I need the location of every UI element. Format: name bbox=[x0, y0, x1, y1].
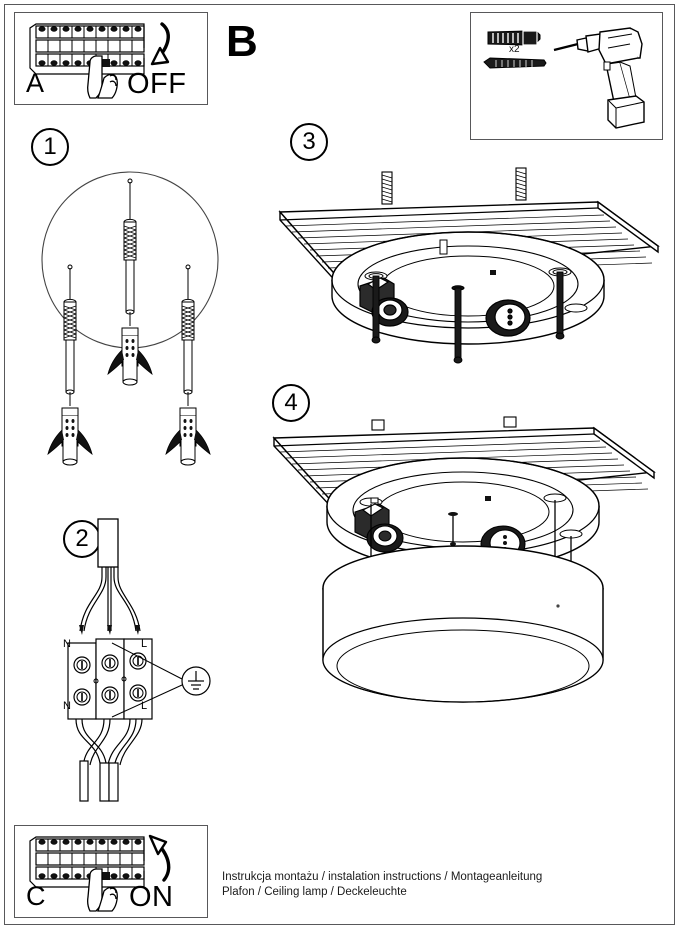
step-2-illustration bbox=[50, 515, 230, 805]
terminal-block-mounted bbox=[359, 277, 409, 327]
power-on-label: ON bbox=[129, 881, 174, 913]
box-a-label: A bbox=[26, 68, 45, 98]
step-number-1: 1 bbox=[31, 128, 69, 166]
tools-illustration bbox=[480, 18, 656, 134]
screw-icon bbox=[483, 57, 547, 69]
screw-protruding-left bbox=[381, 171, 393, 205]
step-number-3: 3 bbox=[290, 123, 328, 161]
step-3-illustration bbox=[268, 160, 668, 370]
footer-caption: Instrukcja montażu / instalation instruc… bbox=[222, 870, 652, 900]
power-drill-icon bbox=[553, 27, 645, 129]
fixing-screw-right bbox=[552, 269, 568, 340]
fixing-screw-center bbox=[451, 285, 465, 364]
fixing-screw-left bbox=[368, 273, 384, 344]
circuit-breaker-panel-icon bbox=[24, 18, 204, 100]
arrow-down-off-icon bbox=[122, 20, 182, 72]
lamp-shade-cylinder bbox=[322, 545, 604, 703]
wall-plug-anchor-icon bbox=[487, 30, 541, 46]
caption-line-1: Instrukcja montażu / instalation instruc… bbox=[222, 871, 543, 883]
cable-connector bbox=[485, 299, 531, 337]
earth-ground-symbol bbox=[181, 666, 211, 696]
terminal-live-bottom-label: L bbox=[141, 700, 148, 712]
screw-plug-pair-right bbox=[165, 264, 211, 466]
tools-quantity-label: x2 bbox=[509, 44, 520, 55]
terminal-neutral-top-label: N bbox=[63, 638, 71, 650]
section-label-b: B bbox=[226, 17, 258, 66]
page-border bbox=[4, 4, 675, 925]
screw-plug-pair-left bbox=[47, 264, 93, 466]
screw-protruding-right bbox=[515, 167, 527, 201]
step-1-illustration bbox=[30, 160, 230, 490]
circuit-breaker-panel-icon-on bbox=[24, 831, 204, 913]
step-number-2: 2 bbox=[63, 520, 101, 558]
terminal-block-mounted bbox=[354, 503, 404, 553]
step-4-illustration bbox=[258, 416, 668, 710]
caption-line-2: Plafon / Ceiling lamp / Deckeleuchte bbox=[222, 886, 407, 898]
arrow-up-on-icon bbox=[126, 832, 186, 884]
terminal-live-top-label: L bbox=[141, 638, 148, 650]
power-off-label: OFF bbox=[127, 68, 187, 100]
box-c-label: C bbox=[26, 881, 46, 911]
terminal-neutral-bottom-label: N bbox=[63, 700, 71, 712]
screw-plug-pair-center bbox=[107, 178, 153, 386]
step-number-4: 4 bbox=[272, 384, 310, 422]
